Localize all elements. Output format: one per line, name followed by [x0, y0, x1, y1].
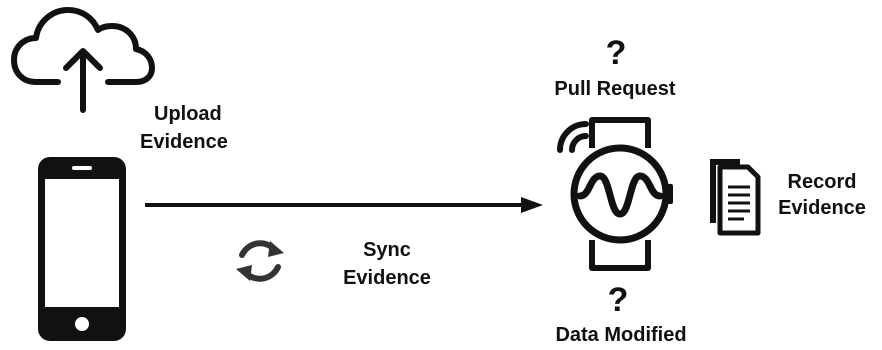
upload-label-line2: Evidence	[140, 131, 228, 153]
pull-request-label: Pull Request	[554, 78, 676, 100]
sync-arrow	[145, 196, 543, 214]
sync-label-line1: Sync	[363, 239, 411, 261]
sync-evidence-label: Sync Evidence	[322, 238, 452, 291]
upload-evidence-label: Upload Evidence	[140, 102, 255, 155]
cloud-upload-icon	[8, 2, 156, 113]
record-label-line2: Evidence	[778, 197, 866, 219]
smartwatch-icon	[556, 116, 676, 272]
sync-icon	[232, 233, 288, 289]
pull-request-question-mark: ?	[605, 34, 627, 72]
data-modified-label: Data Modified	[555, 324, 687, 346]
sync-label-line2: Evidence	[343, 267, 431, 289]
documents-icon	[706, 153, 762, 236]
smartphone-icon	[36, 155, 128, 343]
upload-label-line1: Upload	[154, 103, 222, 125]
data-modified-question-mark: ?	[607, 281, 629, 319]
record-evidence-label: Record Evidence	[768, 170, 876, 221]
record-label-line1: Record	[787, 171, 857, 193]
